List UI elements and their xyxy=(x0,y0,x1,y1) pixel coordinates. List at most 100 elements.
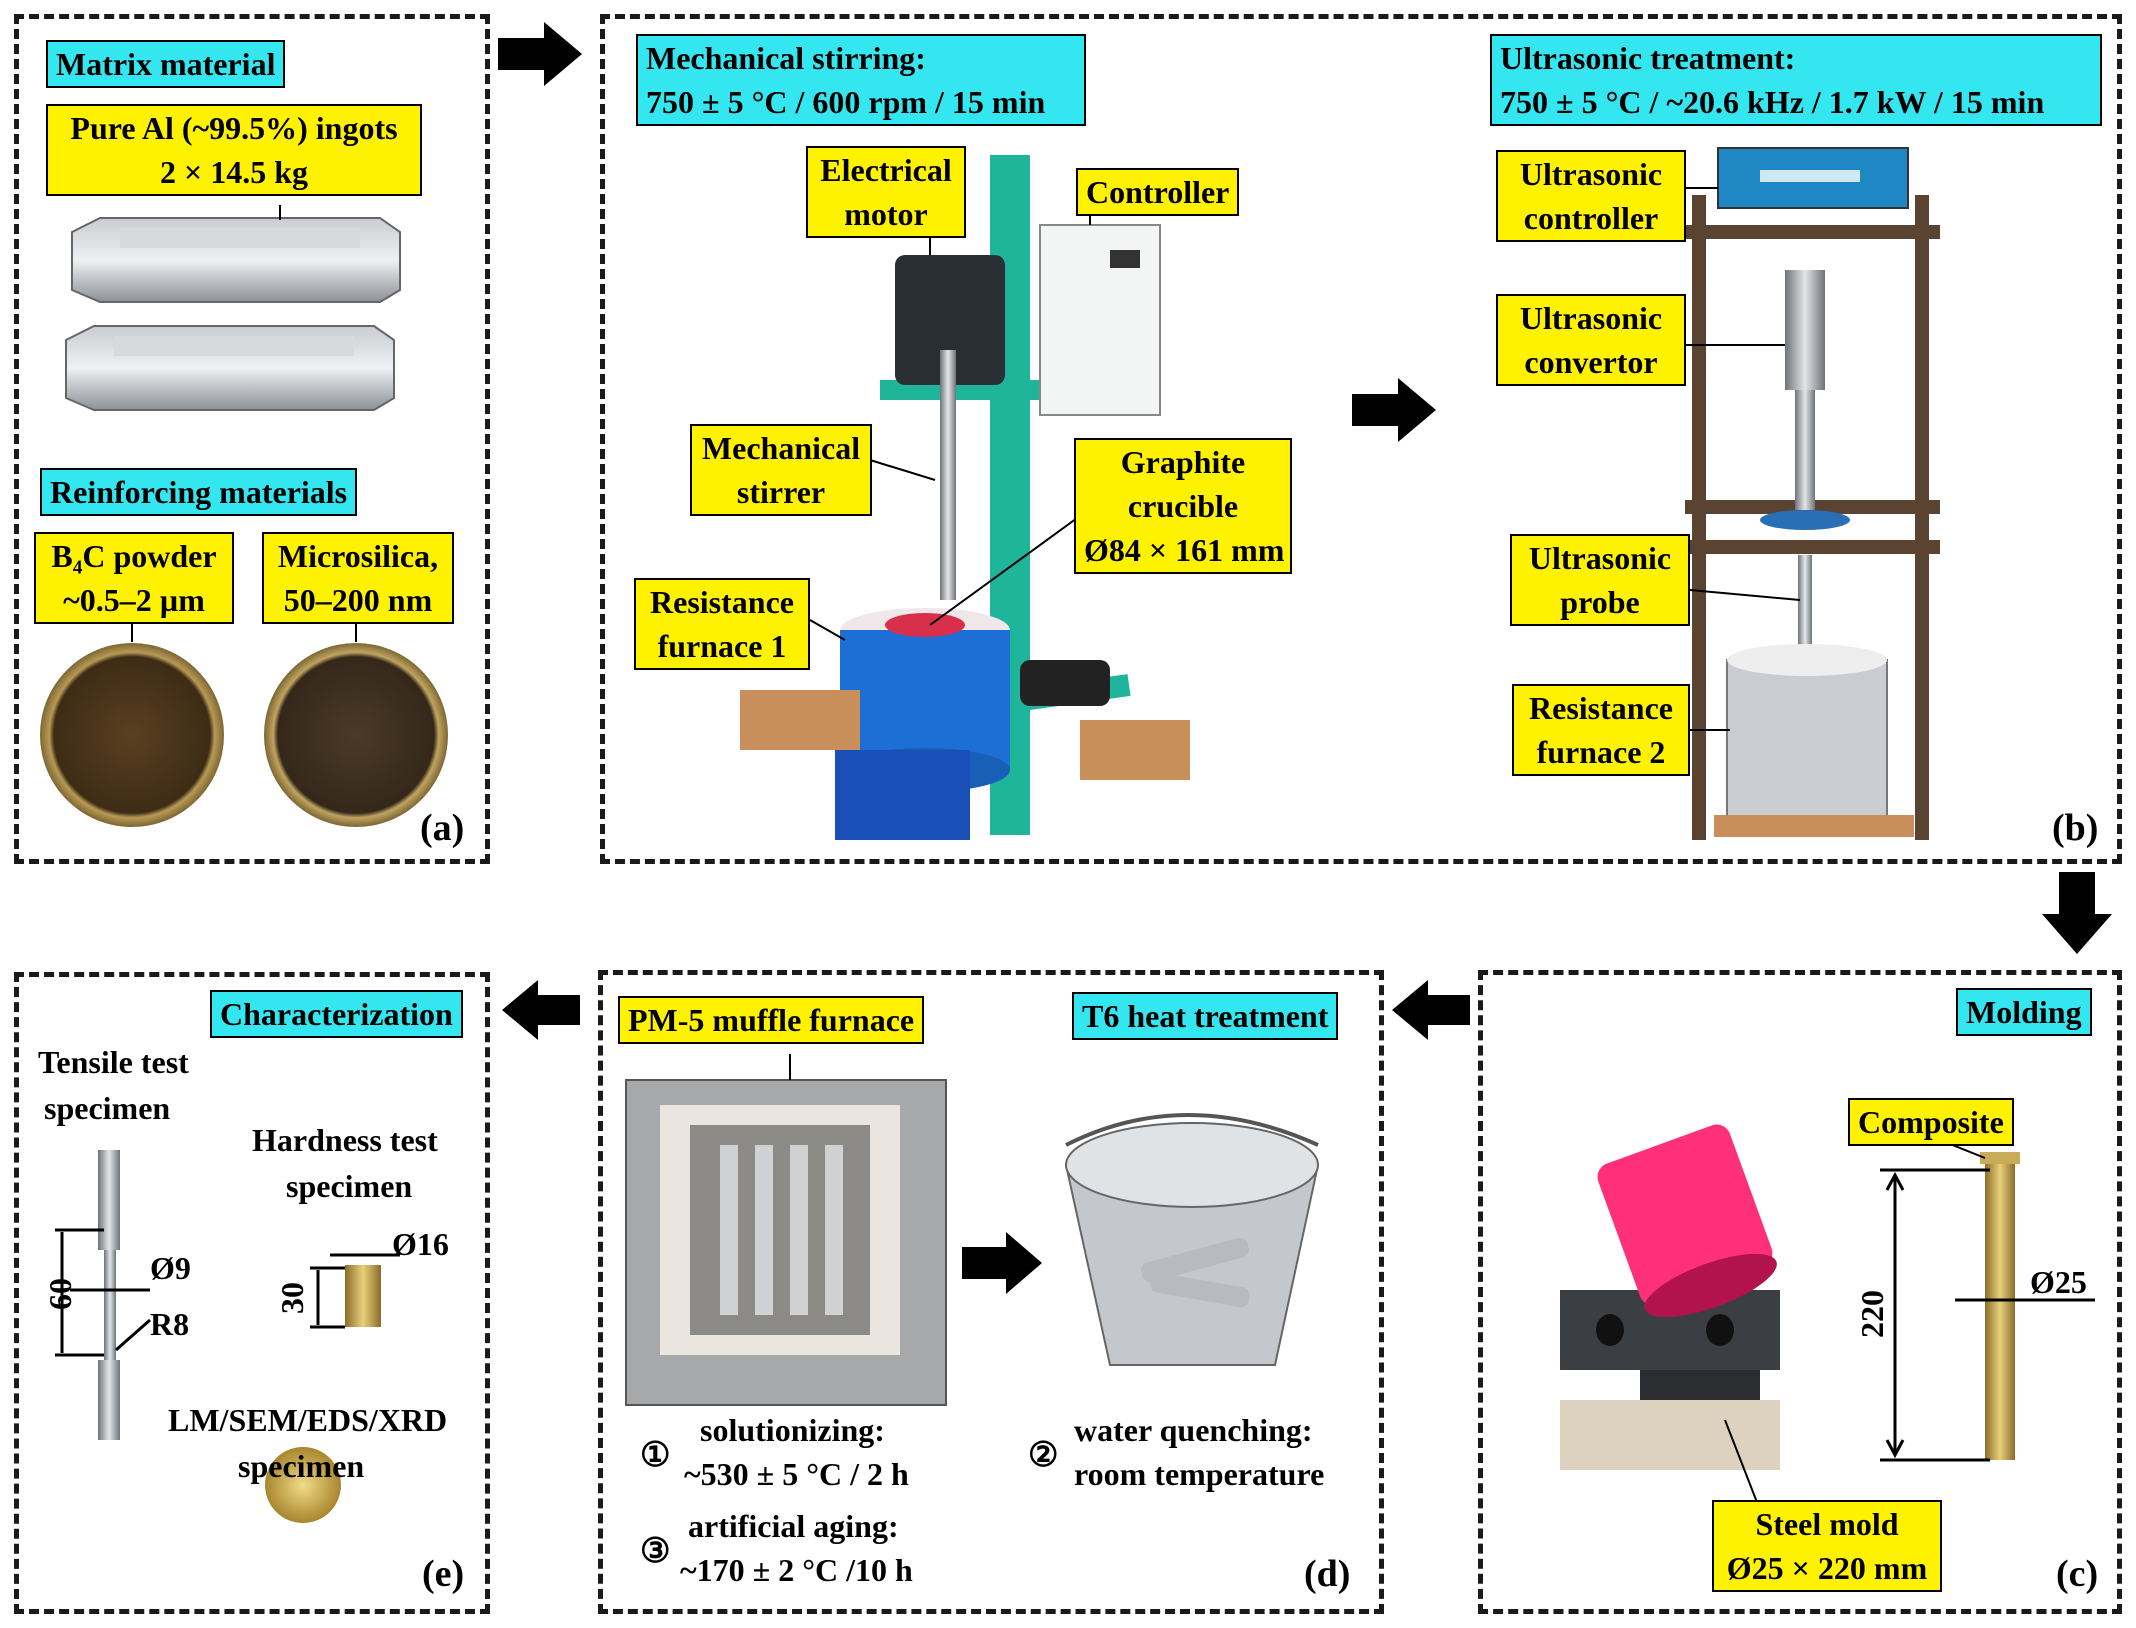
label-mechanical-stirring-line1: Mechanical stirring: xyxy=(646,40,926,76)
arrow-left-c-to-d xyxy=(1392,980,1470,1040)
step2-line2: room temperature xyxy=(1074,1456,1325,1492)
label-controller: Controller xyxy=(1076,168,1240,216)
label-resistance-furnace-2: Resistance furnace 2 xyxy=(1512,684,1690,776)
label-ultrasonic-convertor-line1: Ultrasonic xyxy=(1519,300,1663,336)
label-matrix-material: Matrix material xyxy=(46,40,286,88)
label-t6-heat-treatment: T6 heat treatment xyxy=(1072,992,1339,1040)
label-microsilica-line1: Microsilica, xyxy=(277,538,439,574)
label-steel-mold-line1: Steel mold xyxy=(1755,1506,1899,1542)
step3-number: ③ xyxy=(640,1533,671,1570)
label-electrical-motor-line2: motor xyxy=(844,196,928,232)
pouring-crucible xyxy=(1597,1124,1777,1318)
label-ultrasonic-probe-line1: Ultrasonic xyxy=(1528,540,1672,576)
hardness-specimen xyxy=(345,1265,381,1327)
label-microsilica-line2: 50–200 nm xyxy=(283,582,433,618)
label-graphite-crucible-line2: crucible xyxy=(1127,488,1239,524)
label-pure-al-ingots-line1: Pure Al (~99.5%) ingots xyxy=(70,110,398,146)
label-microsilica: Microsilica, 50–200 nm xyxy=(262,532,454,624)
tensile-specimen xyxy=(98,1150,120,1440)
dimension-r8: R8 xyxy=(150,1306,190,1342)
step1-line2: ~530 ± 5 °C / 2 h xyxy=(684,1456,909,1492)
label-ultrasonic-treatment-line1: Ultrasonic treatment: xyxy=(1500,40,1796,76)
panel-a xyxy=(14,14,490,864)
panel-tag-d: (d) xyxy=(1304,1553,1351,1595)
pm5-muffle-furnace xyxy=(625,1079,947,1406)
label-analysis-line2: specimen xyxy=(238,1448,365,1484)
label-b4c-powder: B₄C powder ~0.5–2 µm xyxy=(34,532,234,624)
label-hardness-line2: specimen xyxy=(286,1168,413,1204)
panel-tag-b: (b) xyxy=(2052,807,2099,849)
panel-tag-e: (e) xyxy=(422,1553,465,1595)
label-ultrasonic-treatment: Ultrasonic treatment: 750 ± 5 °C / ~20.6… xyxy=(1490,34,2102,126)
composite-rod xyxy=(1980,1152,2020,1460)
label-ultrasonic-convertor-line2: convertor xyxy=(1524,344,1658,380)
dimension-220: 220 xyxy=(1854,1290,1890,1338)
panel-d xyxy=(598,970,1384,1614)
label-mechanical-stirrer-line2: stirrer xyxy=(736,474,826,510)
label-reinforcing-materials: Reinforcing materials xyxy=(40,468,358,516)
resistance-furnace-1 xyxy=(740,608,1190,840)
label-graphite-crucible-line1: Graphite xyxy=(1120,444,1246,480)
label-tensile-line2: specimen xyxy=(44,1090,171,1126)
arrow-right-a-to-b xyxy=(498,22,582,86)
step2-number: ② xyxy=(1028,1437,1059,1474)
steel-mold xyxy=(1560,1290,1780,1470)
arrow-left-d-to-e xyxy=(502,980,580,1040)
quenching-bucket xyxy=(1064,1113,1320,1366)
panel-tag-c: (c) xyxy=(2056,1553,2099,1595)
label-mechanical-stirrer-line1: Mechanical xyxy=(701,430,861,466)
arrow-right-furnace-to-bucket xyxy=(962,1232,1042,1294)
label-b4c-line2: ~0.5–2 µm xyxy=(63,582,205,618)
label-electrical-motor: Electrical motor xyxy=(806,146,966,238)
panel-b xyxy=(600,14,2122,864)
label-resistance-furnace-1-line1: Resistance xyxy=(650,584,794,620)
label-pm5-muffle-furnace: PM-5 muffle furnace xyxy=(618,996,925,1044)
label-b4c-line1: B₄C powder xyxy=(51,538,217,574)
panel-c xyxy=(1478,970,2122,1614)
b4c-powder-dish xyxy=(40,643,224,827)
label-steel-mold: Steel mold Ø25 × 220 mm xyxy=(1712,1500,1942,1592)
dimension-30: 30 xyxy=(274,1282,310,1314)
composite-dimension-lines xyxy=(1880,1168,2095,1462)
dimension-d9: Ø9 xyxy=(150,1250,191,1286)
label-ultrasonic-controller: Ultrasonic controller xyxy=(1496,150,1686,242)
arrow-right-stirring-to-ultrasonic xyxy=(1352,378,1436,442)
label-mechanical-stirrer: Mechanical stirrer xyxy=(690,424,872,516)
al-ingot-upper xyxy=(71,217,401,303)
dimension-d25: Ø25 xyxy=(2030,1264,2087,1300)
label-ultrasonic-controller-line1: Ultrasonic xyxy=(1519,156,1663,192)
label-pure-al-ingots: Pure Al (~99.5%) ingots 2 × 14.5 kg xyxy=(46,104,422,196)
al-ingot-lower xyxy=(65,325,395,411)
step1-number: ① xyxy=(640,1437,671,1474)
step3-line2: ~170 ± 2 °C /10 h xyxy=(680,1552,913,1588)
label-resistance-furnace-2-line1: Resistance xyxy=(1529,690,1673,726)
label-graphite-crucible: Graphite crucible Ø84 × 161 mm xyxy=(1074,438,1292,574)
label-graphite-crucible-line3: Ø84 × 161 mm xyxy=(1084,532,1285,568)
label-tensile-line1: Tensile test xyxy=(38,1044,189,1080)
label-mechanical-stirring: Mechanical stirring: 750 ± 5 °C / 600 rp… xyxy=(636,34,1086,126)
label-ultrasonic-probe-line2: probe xyxy=(1560,584,1640,620)
label-molding: Molding xyxy=(1956,988,2092,1036)
label-mechanical-stirring-line2: 750 ± 5 °C / 600 rpm / 15 min xyxy=(646,84,1046,120)
arrow-down-b-to-c xyxy=(2042,872,2112,954)
label-electrical-motor-line1: Electrical xyxy=(820,152,952,188)
analysis-specimen-disc xyxy=(265,1447,341,1523)
microsilica-dish xyxy=(264,643,448,827)
ultrasonic-rig xyxy=(1685,147,1940,840)
dimension-60: 60 xyxy=(42,1278,78,1310)
dimension-d16: Ø16 xyxy=(392,1226,449,1262)
step2-line1: water quenching: xyxy=(1074,1412,1313,1448)
label-ultrasonic-probe: Ultrasonic probe xyxy=(1510,534,1690,626)
hardness-dimension-lines xyxy=(310,1253,400,1329)
label-pure-al-ingots-line2: 2 × 14.5 kg xyxy=(159,154,309,190)
panel-tag-a: (a) xyxy=(420,807,465,849)
label-ultrasonic-treatment-line2: 750 ± 5 °C / ~20.6 kHz / 1.7 kW / 15 min xyxy=(1500,84,2045,120)
tensile-dimension-lines xyxy=(55,1228,151,1357)
label-ultrasonic-convertor: Ultrasonic convertor xyxy=(1496,294,1686,386)
label-composite: Composite xyxy=(1848,1098,2014,1146)
label-steel-mold-line2: Ø25 × 220 mm xyxy=(1726,1550,1928,1586)
step3-line1: artificial aging: xyxy=(688,1508,899,1544)
label-resistance-furnace-1-line2: furnace 1 xyxy=(657,628,787,664)
label-analysis-line1: LM/SEM/EDS/XRD xyxy=(168,1402,448,1438)
